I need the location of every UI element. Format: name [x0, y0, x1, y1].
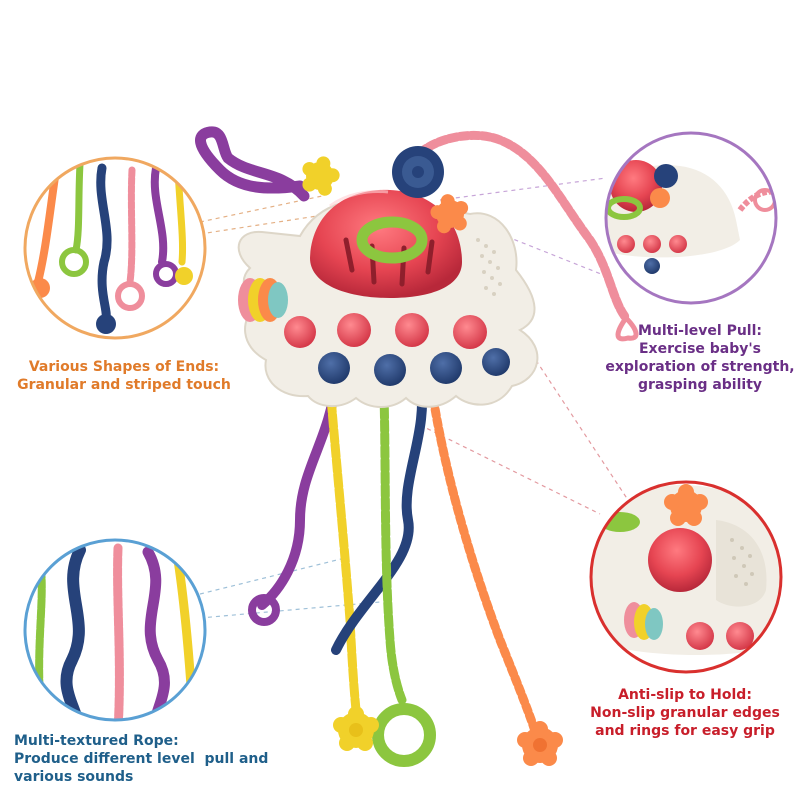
pop-bubbles-blue	[318, 348, 510, 386]
top-purple-loop	[195, 126, 310, 202]
caption-pull-line3: exploration of strength,	[605, 359, 795, 375]
pink-rope	[401, 130, 631, 323]
navy-rope	[331, 375, 428, 655]
grip-texture	[476, 238, 502, 296]
caption-rope-line2: Produce different level pull and	[14, 751, 269, 767]
caption-grip-line3: and rings for easy grip	[595, 723, 775, 739]
inset-rope	[23, 538, 207, 722]
yellow-rope	[325, 380, 361, 715]
inset-ends	[23, 156, 207, 340]
caption-anti-slip: Anti-slip to Hold: Non-slip granular edg…	[572, 686, 798, 740]
navy-spinner	[392, 146, 444, 198]
caption-multi-level-pull: Multi-level Pull: Exercise baby's explor…	[604, 322, 796, 394]
side-ring-stack	[238, 278, 288, 322]
yellow-flower-knob	[302, 156, 340, 196]
rope-bundle	[195, 126, 639, 767]
caption-rope-line1: Multi-textured Rope:	[14, 733, 179, 749]
caption-multi-textured-rope: Multi-textured Rope: Produce different l…	[14, 732, 314, 786]
green-rope-ring	[372, 703, 436, 767]
orange-flower-end	[517, 721, 563, 766]
caption-grip-line1: Anti-slip to Hold:	[618, 687, 752, 703]
orange-rope	[427, 385, 539, 733]
orange-flower-knob	[430, 194, 469, 234]
caption-pull-line4: grasping ability	[637, 377, 763, 393]
leader-lines	[199, 177, 629, 619]
inset-grip	[589, 480, 783, 674]
caption-ends-line1: Various Shapes of Ends:	[28, 359, 220, 375]
purple-rope-ring	[248, 594, 280, 626]
caption-pull-line2: Exercise baby's	[638, 341, 762, 357]
green-ring-knob	[356, 216, 428, 264]
pink-rope-claw	[615, 315, 639, 342]
purple-rope	[257, 375, 341, 610]
inset-pull	[604, 131, 778, 305]
yellow-flower-end	[333, 706, 379, 751]
rope-end-flowers	[333, 706, 563, 766]
caption-ends-line2: Granular and striped touch	[17, 377, 231, 393]
green-rope	[379, 390, 407, 705]
caption-rope-line3: various sounds	[14, 769, 134, 785]
pop-bubbles-red	[284, 313, 487, 349]
caption-pull-line1: Multi-level Pull:	[637, 323, 762, 339]
caption-various-shapes: Various Shapes of Ends: Granular and str…	[8, 358, 240, 394]
caption-grip-line2: Non-slip granular edges	[590, 705, 780, 721]
dome-top-pieces	[238, 146, 469, 322]
